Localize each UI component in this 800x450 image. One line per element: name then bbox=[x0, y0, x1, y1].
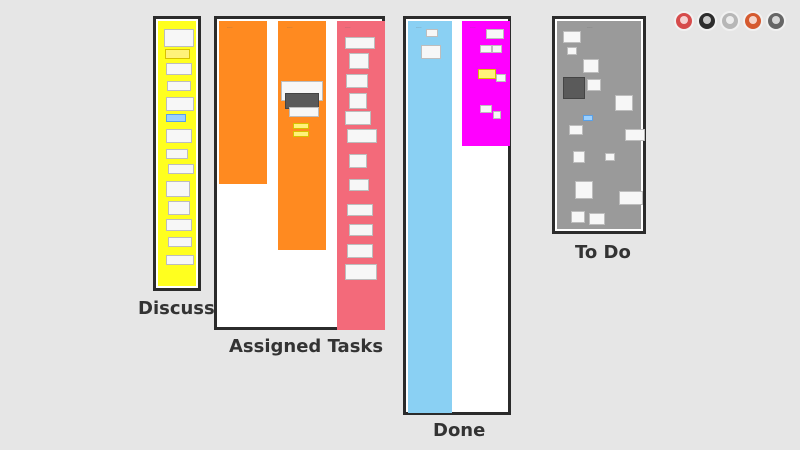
done-frame[interactable]: ----- ----- bbox=[403, 16, 511, 415]
pink-lane-card[interactable] bbox=[347, 129, 377, 143]
blue-lane-card[interactable] bbox=[421, 45, 441, 59]
pink-lane-card[interactable] bbox=[345, 37, 375, 49]
pink-lane-card[interactable] bbox=[346, 74, 368, 88]
todo-card[interactable] bbox=[563, 77, 585, 99]
todo-card[interactable] bbox=[605, 153, 615, 161]
todo-card[interactable] bbox=[583, 115, 593, 121]
orange-lane-2-card[interactable] bbox=[293, 123, 309, 129]
discuss-frame[interactable] bbox=[153, 16, 201, 291]
todo-label: To Do bbox=[575, 242, 631, 263]
magenta-lane-card[interactable] bbox=[480, 105, 492, 113]
magenta-lane-card[interactable] bbox=[493, 111, 501, 119]
todo-lane-header: ----- bbox=[587, 25, 593, 29]
discuss-card[interactable] bbox=[166, 63, 192, 75]
avatar-face-icon bbox=[726, 16, 734, 24]
discuss-card[interactable] bbox=[166, 129, 192, 143]
pink-lane-card[interactable] bbox=[347, 204, 373, 216]
pink-lane-card[interactable] bbox=[349, 154, 367, 168]
todo-card[interactable] bbox=[583, 59, 599, 73]
magenta-lane-header: ----- bbox=[470, 25, 476, 29]
collaborator-avatar-5[interactable] bbox=[766, 11, 786, 31]
magenta-lane bbox=[462, 21, 510, 146]
todo-card[interactable] bbox=[619, 191, 643, 205]
pink-lane-card[interactable] bbox=[349, 93, 367, 109]
orange-lane-1-header: ----- bbox=[227, 25, 233, 29]
pink-lane-header: ----- bbox=[345, 25, 351, 29]
todo-card[interactable] bbox=[563, 31, 581, 43]
collaborator-avatar-3[interactable] bbox=[720, 11, 740, 31]
todo-card[interactable] bbox=[615, 95, 633, 111]
todo-card[interactable] bbox=[625, 129, 645, 141]
discuss-card[interactable] bbox=[168, 201, 190, 215]
pink-lane-card[interactable] bbox=[349, 224, 373, 236]
magenta-lane-card[interactable] bbox=[486, 29, 504, 39]
pink-lane-card[interactable] bbox=[349, 53, 369, 69]
discuss-card[interactable] bbox=[166, 255, 194, 265]
discuss-card[interactable] bbox=[165, 49, 190, 59]
todo-card[interactable] bbox=[575, 181, 593, 199]
todo-card[interactable] bbox=[571, 211, 585, 223]
magenta-lane-card[interactable] bbox=[496, 74, 506, 82]
todo-card[interactable] bbox=[573, 151, 585, 163]
pink-lane-card[interactable] bbox=[345, 264, 377, 280]
pink-lane-card[interactable] bbox=[347, 244, 373, 258]
collaborator-avatar-2[interactable] bbox=[697, 11, 717, 31]
blue-lane bbox=[408, 21, 452, 413]
todo-card[interactable] bbox=[587, 79, 601, 91]
todo-card[interactable] bbox=[589, 213, 605, 225]
orange-lane-2-card[interactable] bbox=[289, 107, 319, 117]
collaborator-avatar-1[interactable] bbox=[674, 11, 694, 31]
blue-lane-card[interactable] bbox=[426, 29, 438, 37]
avatar-face-icon bbox=[680, 16, 688, 24]
discuss-card[interactable] bbox=[168, 164, 194, 174]
discuss-card[interactable] bbox=[166, 149, 188, 159]
avatar-face-icon bbox=[749, 16, 757, 24]
todo-card[interactable] bbox=[569, 125, 583, 135]
discuss-card[interactable] bbox=[166, 219, 192, 231]
orange-lane-1 bbox=[219, 21, 267, 184]
todo-card[interactable] bbox=[567, 47, 577, 55]
done-label: Done bbox=[433, 420, 486, 441]
avatar-face-icon bbox=[703, 16, 711, 24]
orange-lane-2-card[interactable] bbox=[293, 131, 309, 137]
todo-frame[interactable]: ----- bbox=[552, 16, 646, 234]
pink-lane-card[interactable] bbox=[345, 111, 371, 125]
discuss-card[interactable] bbox=[166, 114, 186, 122]
collaborator-avatar-4[interactable] bbox=[743, 11, 763, 31]
orange-lane-2-header: ----- bbox=[287, 25, 293, 29]
magenta-lane-card[interactable] bbox=[480, 45, 492, 53]
discuss-card[interactable] bbox=[168, 237, 192, 247]
assigned-tasks-label: Assigned Tasks bbox=[229, 336, 384, 357]
discuss-card[interactable] bbox=[164, 29, 194, 47]
magenta-lane-card[interactable] bbox=[492, 45, 502, 53]
pink-lane-card[interactable] bbox=[349, 179, 369, 191]
magenta-lane-card[interactable] bbox=[478, 69, 496, 79]
discuss-card[interactable] bbox=[166, 97, 194, 111]
discuss-card[interactable] bbox=[166, 181, 190, 197]
assigned-tasks-frame[interactable]: ----- ----- ----- bbox=[214, 16, 385, 330]
discuss-card[interactable] bbox=[167, 81, 191, 91]
avatar-face-icon bbox=[772, 16, 780, 24]
discuss-label: Discuss bbox=[138, 298, 215, 319]
blue-lane-header: ----- bbox=[416, 25, 422, 29]
